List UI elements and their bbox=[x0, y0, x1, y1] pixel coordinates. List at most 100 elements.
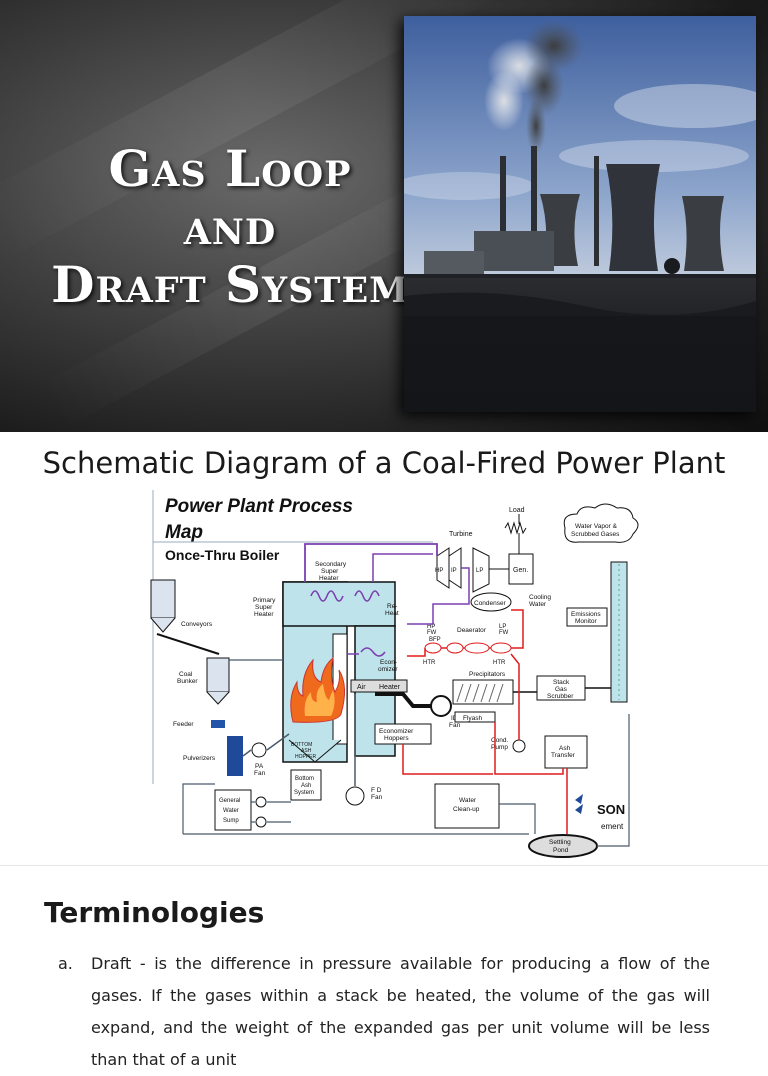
power-plant-photo bbox=[404, 16, 756, 412]
condenser-label: Condenser bbox=[474, 600, 507, 607]
water-vapor-label-1: Water Vapor & bbox=[575, 523, 618, 530]
pa-fan-label-1: PA bbox=[255, 763, 264, 770]
hp-turbine-label: HP bbox=[435, 568, 443, 574]
title-line-1: Gas Loop bbox=[108, 139, 352, 198]
feedwater-line bbox=[407, 609, 524, 657]
cooling-water-label-2: Water bbox=[529, 601, 547, 608]
conveyors-label: Conveyors bbox=[181, 621, 213, 628]
flyash-label: Flyash bbox=[463, 715, 483, 722]
htr-label-1: HTR bbox=[423, 660, 436, 666]
ip-turbine-shape bbox=[448, 547, 462, 589]
lp-fw-label-1: LP bbox=[499, 624, 506, 630]
stack-chimney bbox=[610, 561, 628, 703]
id-fan-icon bbox=[430, 695, 452, 717]
flue-gas-duct bbox=[375, 692, 431, 708]
reheat-label-2: Heat bbox=[385, 610, 399, 617]
hp-feedwater-heater bbox=[424, 642, 442, 654]
hp-fw-label-2: FW bbox=[427, 630, 437, 636]
secondary-label-1: Secondary bbox=[315, 561, 347, 568]
cond-pump-label-1: Cond. bbox=[491, 737, 509, 744]
company-logo-icon bbox=[575, 794, 583, 814]
term-list: a. Draft - is the difference in pressure… bbox=[58, 948, 710, 1076]
bottom-ash-label-3: System bbox=[294, 790, 314, 796]
reheat-coil bbox=[354, 590, 380, 602]
list-item-letter: a. bbox=[58, 954, 73, 973]
diagram-title-line-1: Power Plant Process bbox=[165, 496, 353, 517]
bottom-ash-box bbox=[290, 769, 322, 801]
scrubber-label-2: Gas bbox=[555, 686, 568, 693]
bottom-ash-label-2: Ash bbox=[301, 783, 311, 789]
flyash-box bbox=[454, 711, 496, 723]
load-label: Load bbox=[509, 507, 525, 514]
coal-bunker-label-2: Bunker bbox=[177, 678, 198, 685]
deaerator-label: Deaerator bbox=[457, 627, 487, 634]
economizer-label-2: omizer bbox=[378, 666, 398, 673]
turbine-label: Turbine bbox=[449, 531, 473, 538]
id-fan-label-1: ID bbox=[451, 715, 458, 722]
heater-label: Heater bbox=[379, 684, 401, 691]
ash-transfer-box bbox=[544, 735, 588, 769]
cooling-water-label-1: Cooling bbox=[529, 594, 551, 601]
economizer-hoppers-label-2: Hoppers bbox=[384, 735, 409, 742]
load-resistor-icon bbox=[504, 521, 527, 535]
pa-fan-label-2: Fan bbox=[254, 770, 266, 777]
diagram-title-line-2: Map bbox=[165, 522, 203, 543]
terminologies-slide: Terminologies a. Draft - is the differen… bbox=[0, 865, 768, 1069]
title-line-3: Draft System bbox=[51, 255, 409, 314]
precipitators-label: Precipitators bbox=[469, 671, 506, 678]
title-line-2: and bbox=[183, 197, 277, 256]
terminologies-heading: Terminologies bbox=[44, 896, 265, 929]
term-definition: - is the difference in pressure availabl… bbox=[91, 954, 710, 1069]
bfp-label: BFP bbox=[429, 637, 441, 643]
company-logo-subtext: ement bbox=[601, 822, 624, 831]
sump-pump-icon-1 bbox=[255, 796, 267, 808]
lp-turbine-label: LP bbox=[476, 568, 483, 574]
list-item-body: Draft - is the difference in pressure av… bbox=[91, 948, 710, 1076]
secondary-label-3: Heater bbox=[319, 575, 339, 582]
ip-turbine-label: IP bbox=[451, 568, 457, 574]
flyash-transfer-line bbox=[494, 722, 564, 775]
emissions-monitor-box bbox=[566, 607, 608, 627]
return-water-line bbox=[183, 714, 630, 847]
lp-turbine-shape bbox=[472, 547, 490, 593]
sump-pump-icon-2 bbox=[255, 816, 267, 828]
primary-label-3: Heater bbox=[254, 611, 274, 618]
company-logo-text: SON bbox=[597, 802, 625, 817]
air-label: Air bbox=[357, 684, 366, 691]
emissions-label-1: Emissions bbox=[571, 611, 601, 618]
conveyor-belt bbox=[156, 633, 220, 655]
id-fan-label-2: Fan bbox=[449, 722, 461, 729]
condensate-pump-icon bbox=[512, 739, 526, 753]
lp-fw-label-2: FW bbox=[499, 630, 509, 636]
bfp-pump bbox=[446, 642, 464, 654]
bottom-ash-label-1: Bottom bbox=[295, 776, 314, 782]
economizer-label-1: Econ- bbox=[380, 659, 397, 666]
primary-label-1: Primary bbox=[253, 597, 276, 604]
fd-fan-label-2: Fan bbox=[371, 794, 383, 801]
reheat-steam-line bbox=[372, 553, 433, 582]
hp-fw-label-1: HP bbox=[427, 624, 435, 630]
slide-title: Gas Loop and Draft System bbox=[0, 140, 460, 314]
economizer-hoppers-label-1: Economizer bbox=[379, 728, 414, 735]
diagram-slide: Schematic Diagram of a Coal-Fired Power … bbox=[0, 432, 768, 865]
coal-bunker bbox=[206, 657, 230, 693]
condensate-line bbox=[510, 653, 520, 740]
fd-fan-label-1: F D bbox=[371, 787, 382, 794]
scrubber-label-1: Stack bbox=[553, 679, 570, 686]
scrubber-box bbox=[536, 675, 586, 701]
pa-fan-icon bbox=[251, 742, 267, 758]
reheat-label-1: Re- bbox=[387, 603, 397, 610]
term-word: Draft bbox=[91, 954, 132, 973]
condenser-shape bbox=[470, 592, 512, 612]
bottom-hopper-label-1: BOTTOM bbox=[291, 742, 312, 748]
cond-pump-label-2: Pump bbox=[491, 744, 508, 751]
vapor-cloud-shape bbox=[563, 503, 639, 543]
emissions-label-2: Monitor bbox=[575, 618, 598, 625]
diagram-subtitle: Once-Thru Boiler bbox=[165, 547, 280, 563]
coal-bunker-label-1: Coal bbox=[179, 671, 193, 678]
feeder-label: Feeder bbox=[173, 721, 194, 728]
boiler-top-pass bbox=[282, 581, 396, 627]
sump-label-1: General bbox=[219, 798, 240, 804]
hopper-ash-line bbox=[402, 744, 493, 775]
pulverizers-label: Pulverizers bbox=[183, 755, 216, 762]
